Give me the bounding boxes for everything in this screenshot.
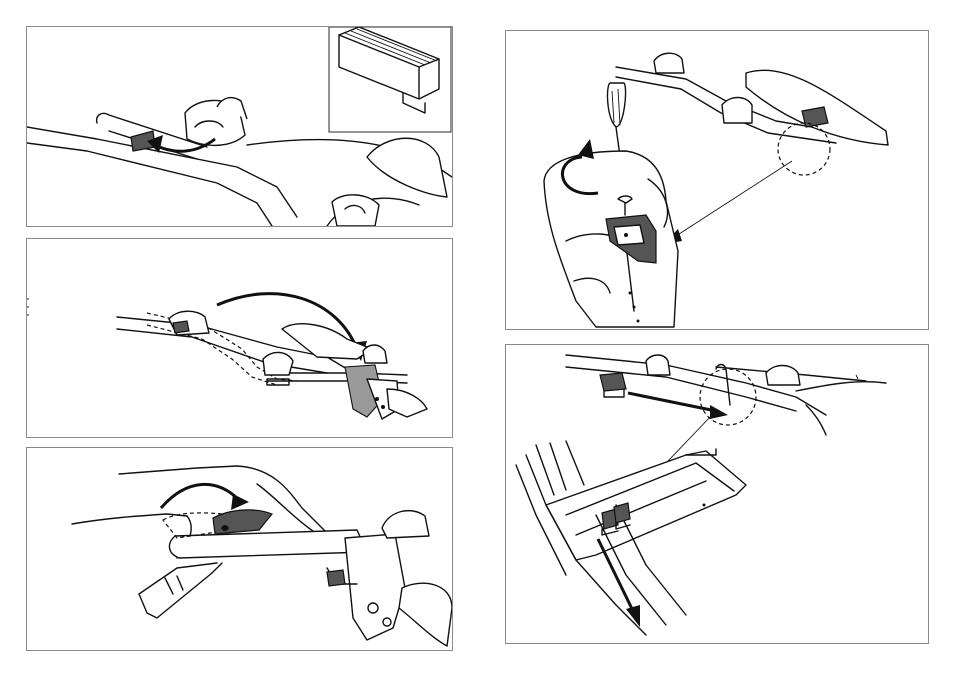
curved-arrow-icon xyxy=(161,484,249,510)
step-2-illustration xyxy=(26,238,453,438)
step-1-illustration xyxy=(26,26,453,227)
step-1-drawing xyxy=(27,27,452,226)
clamp-handle xyxy=(131,98,247,151)
step-2-drawing xyxy=(27,239,452,437)
down-arrow xyxy=(598,539,640,627)
step-4-illustration xyxy=(505,30,929,330)
step-3-drawing xyxy=(27,448,452,650)
detail-circle-icon xyxy=(778,123,830,175)
step-4-drawing xyxy=(506,31,928,329)
step-3-illustration xyxy=(26,447,453,651)
lever xyxy=(213,510,272,534)
step-5-drawing xyxy=(506,345,928,643)
tube-profile-inset xyxy=(329,27,451,132)
step-5-illustration xyxy=(505,344,929,644)
slide-arrow xyxy=(628,393,728,419)
